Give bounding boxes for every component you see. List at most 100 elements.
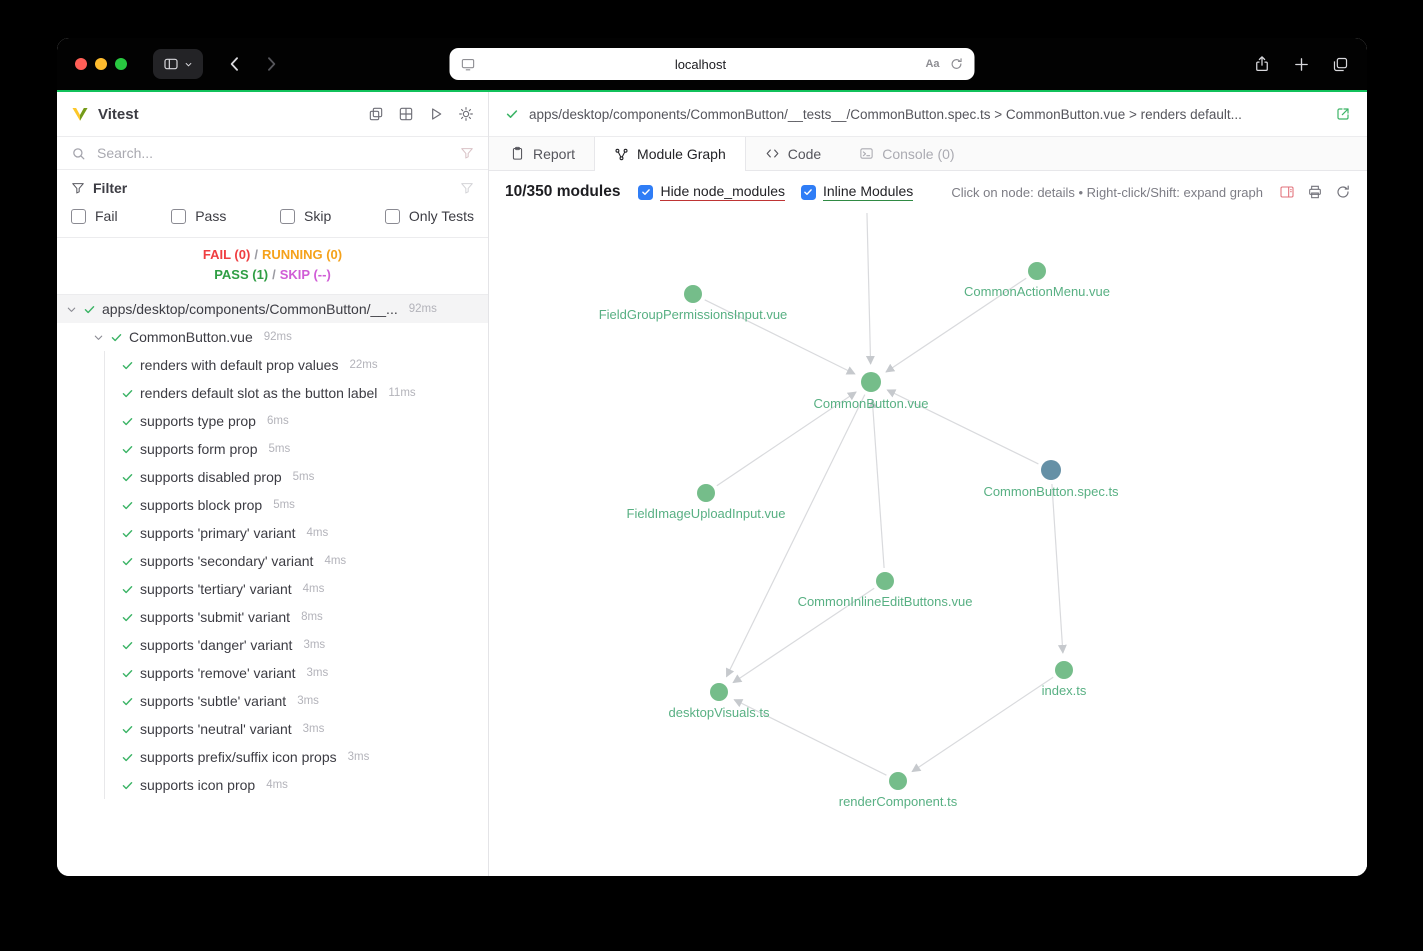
filter-option-pass[interactable]: Pass (171, 208, 226, 224)
graph-node-FieldGroupPermissionsInput.vue[interactable] (684, 285, 702, 303)
filter-option-skip[interactable]: Skip (280, 208, 331, 224)
filter-option-only-tests[interactable]: Only Tests (384, 208, 474, 224)
tab-bar: Report Module Graph Code Console (0) (489, 137, 1367, 171)
tab-code[interactable]: Code (746, 137, 840, 170)
summary-line-pass-skip: PASS (1)/SKIP (--) (57, 265, 488, 285)
chevron-down-icon[interactable] (93, 332, 104, 343)
test-duration: 3ms (302, 723, 325, 735)
graph-edge (1051, 483, 1067, 654)
run-all-icon[interactable] (428, 106, 444, 122)
graph-node-renderComponent.ts[interactable] (889, 772, 907, 790)
graph-node-CommonButton.spec.ts[interactable] (1041, 460, 1061, 480)
file-row[interactable]: apps/desktop/components/CommonButton/__.… (57, 295, 488, 323)
toggle-label: Hide node_modules (660, 183, 785, 201)
layout-grid-icon[interactable] (398, 106, 414, 122)
close-button[interactable] (75, 58, 87, 70)
graph-node-index.ts[interactable] (1055, 661, 1073, 679)
checkbox-unchecked[interactable] (71, 208, 86, 224)
sidebar-toggle-button[interactable] (153, 49, 203, 79)
pass-check-icon (121, 359, 134, 372)
separator: / (272, 267, 276, 282)
pass-check-icon (505, 107, 519, 121)
tab-console[interactable]: Console (0) (840, 137, 973, 170)
page-settings-icon[interactable] (461, 57, 476, 72)
open-external-icon[interactable] (1335, 106, 1351, 122)
checkbox-unchecked[interactable] (280, 208, 295, 224)
graph-node-FieldImageUploadInput.vue[interactable] (697, 484, 715, 502)
share-icon[interactable] (1253, 55, 1271, 73)
graph-edge (886, 389, 1039, 465)
graph-node-label: CommonInlineEditButtons.vue (798, 594, 973, 609)
filter-option-fail[interactable]: Fail (71, 208, 118, 224)
module-graph-canvas[interactable]: FieldGroupPermissionsInput.vueCommonActi… (489, 213, 1367, 876)
hide-node-modules-toggle[interactable]: Hide node_modules (638, 183, 785, 201)
sidebar-panel-icon (163, 56, 179, 72)
graph-node-CommonButton.vue[interactable] (861, 372, 881, 392)
pass-check-icon (121, 471, 134, 484)
inline-modules-toggle[interactable]: Inline Modules (800, 183, 914, 201)
minimize-button[interactable] (95, 58, 107, 70)
test-name: supports form prop (140, 441, 258, 457)
result-header: apps/desktop/components/CommonButton/__t… (489, 92, 1367, 137)
tab-overview-icon[interactable] (1332, 56, 1349, 73)
filter-option-label: Skip (304, 208, 332, 224)
back-button[interactable] (225, 54, 245, 74)
test-row[interactable]: renders default slot as the button label… (57, 379, 488, 407)
reload-icon[interactable] (950, 57, 964, 71)
test-duration: 4ms (306, 527, 329, 539)
forward-button[interactable] (261, 54, 281, 74)
graph-node-label: renderComponent.ts (839, 794, 958, 809)
graph-node-label: CommonButton.vue (814, 396, 929, 411)
tab-report[interactable]: Report (491, 137, 594, 170)
graph-node-CommonActionMenu.vue[interactable] (1028, 262, 1046, 280)
dock-window-icon[interactable] (368, 106, 384, 122)
test-row[interactable]: supports 'neutral' variant 3ms (57, 715, 488, 743)
checkbox-checked[interactable] (638, 184, 654, 200)
test-name: supports 'tertiary' variant (140, 581, 292, 597)
filter-option-label: Only Tests (408, 208, 474, 224)
checkbox-unchecked[interactable] (171, 208, 187, 224)
new-tab-icon[interactable] (1293, 56, 1310, 73)
filter-clear-icon[interactable] (460, 146, 474, 160)
suite-row[interactable]: CommonButton.vue 92ms (57, 323, 488, 351)
checkbox-unchecked[interactable] (384, 208, 400, 224)
filter-reset-icon[interactable] (460, 181, 474, 195)
vitest-sidebar: Vitest Filter (57, 92, 489, 876)
fail-count: FAIL (0) (202, 247, 251, 262)
chevron-down-icon[interactable] (66, 304, 77, 315)
search-input[interactable] (95, 144, 451, 162)
graph-node-label: desktopVisuals.ts (669, 705, 770, 720)
graph-node-desktopVisuals.ts[interactable] (710, 683, 728, 701)
theme-toggle-icon[interactable] (458, 106, 474, 122)
main-panel: apps/desktop/components/CommonButton/__t… (489, 92, 1367, 876)
address-bar[interactable]: localhost Aa (449, 48, 975, 80)
export-graph-icon[interactable] (1307, 184, 1323, 200)
suite-name: CommonButton.vue (129, 329, 253, 345)
traffic-lights (75, 58, 127, 70)
test-duration: 3ms (306, 667, 329, 679)
file-duration: 92ms (408, 303, 437, 315)
graph-node-CommonInlineEditButtons.vue[interactable] (876, 572, 894, 590)
reset-graph-icon[interactable] (1335, 184, 1351, 200)
test-name: supports 'neutral' variant (140, 721, 292, 737)
translate-icon[interactable]: Aa (925, 58, 940, 70)
zoom-button[interactable] (115, 58, 127, 70)
tab-module-graph[interactable]: Module Graph (594, 137, 746, 171)
checkbox-checked[interactable] (800, 184, 816, 200)
node-details-icon[interactable] (1279, 184, 1295, 200)
